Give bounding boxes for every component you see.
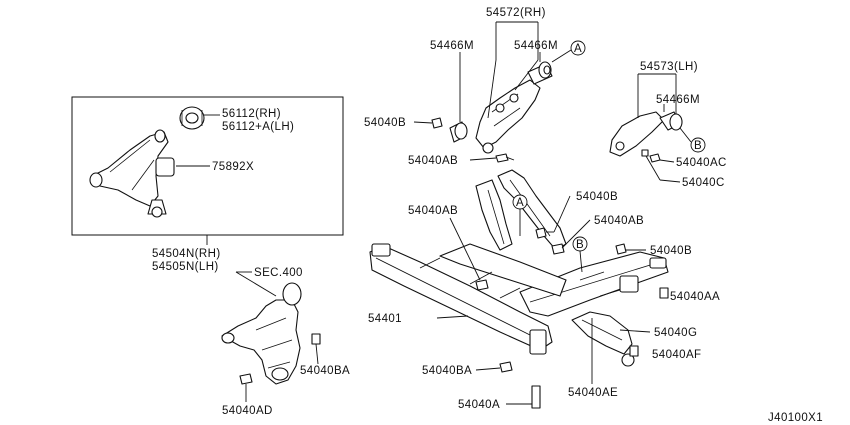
label-54040af: 54040AF [652,349,701,361]
label-54040aa: 54040AA [670,291,720,303]
upper-link-rh [449,61,553,154]
label-54466m-a: 54466M [430,40,474,52]
label-75892x: 75892X [212,161,254,173]
bolt-54040af [629,345,639,357]
label-54040a: 54040A [458,399,500,411]
label-56112-lh: 56112+A(LH) [222,121,294,133]
label-56112-rh: 56112(RH) [222,108,281,120]
label-54040g: 54040G [654,327,697,339]
label-54505n: 54505N(LH) [152,261,219,273]
label-54040c: 54040C [682,177,725,189]
nut-54040ba [499,361,513,373]
callout-b-top-label: B [694,140,702,152]
bolt-54040ad [239,373,253,385]
label-54040ba-2: 54040BA [422,365,472,377]
label-54040b-3: 54040B [650,245,692,257]
label-54466m-c: 54466M [656,94,700,106]
bolt-54040ab-left [475,279,489,291]
label-54040ad: 54040AD [222,405,273,417]
bolt-54040b-upper [431,117,443,129]
callout-b-mid-label: B [576,239,584,251]
bolt-54040ab-upper [495,153,515,163]
lower-control-arm [89,106,205,218]
callout-b-top [690,137,706,153]
label-54573: 54573(LH) [640,61,698,73]
front-crossmember [369,169,669,355]
upper-link-lh [609,111,683,157]
label-54040ab-1: 54040AB [408,155,458,167]
nut-54040b-mid [535,227,547,239]
bolt-54040a [531,385,541,409]
steering-knuckle [221,282,321,385]
bolt-54040aa [659,287,669,299]
label-54040b-2: 54040B [576,191,618,203]
diagram-id: J40100X1 [768,412,823,424]
callout-a-top-label: A [574,43,582,55]
nut-54040b-right [615,243,627,255]
label-54040ac: 54040AC [676,157,727,169]
callout-a-mid-label: A [516,197,524,209]
label-54572: 54572(RH) [486,7,546,19]
lower-arm-right [571,311,635,367]
bolt-54040ab-mid [551,243,565,255]
label-54040ab-3: 54040AB [594,215,644,227]
label-sec400: SEC.400 [254,267,303,279]
control-arm-inset-box [71,96,344,236]
label-54040ae: 54040AE [568,387,618,399]
label-54466m-b: 54466M [514,40,558,52]
nut-54040ac [649,153,661,163]
label-54401: 54401 [368,313,402,325]
label-54040ba-1: 54040BA [300,365,350,377]
label-54040b-1: 54040B [364,117,406,129]
label-54040ab-2: 54040AB [408,205,458,217]
label-54504n: 54504N(RH) [152,248,221,260]
callout-a-top [570,40,586,56]
bolt-54040c [641,149,649,157]
